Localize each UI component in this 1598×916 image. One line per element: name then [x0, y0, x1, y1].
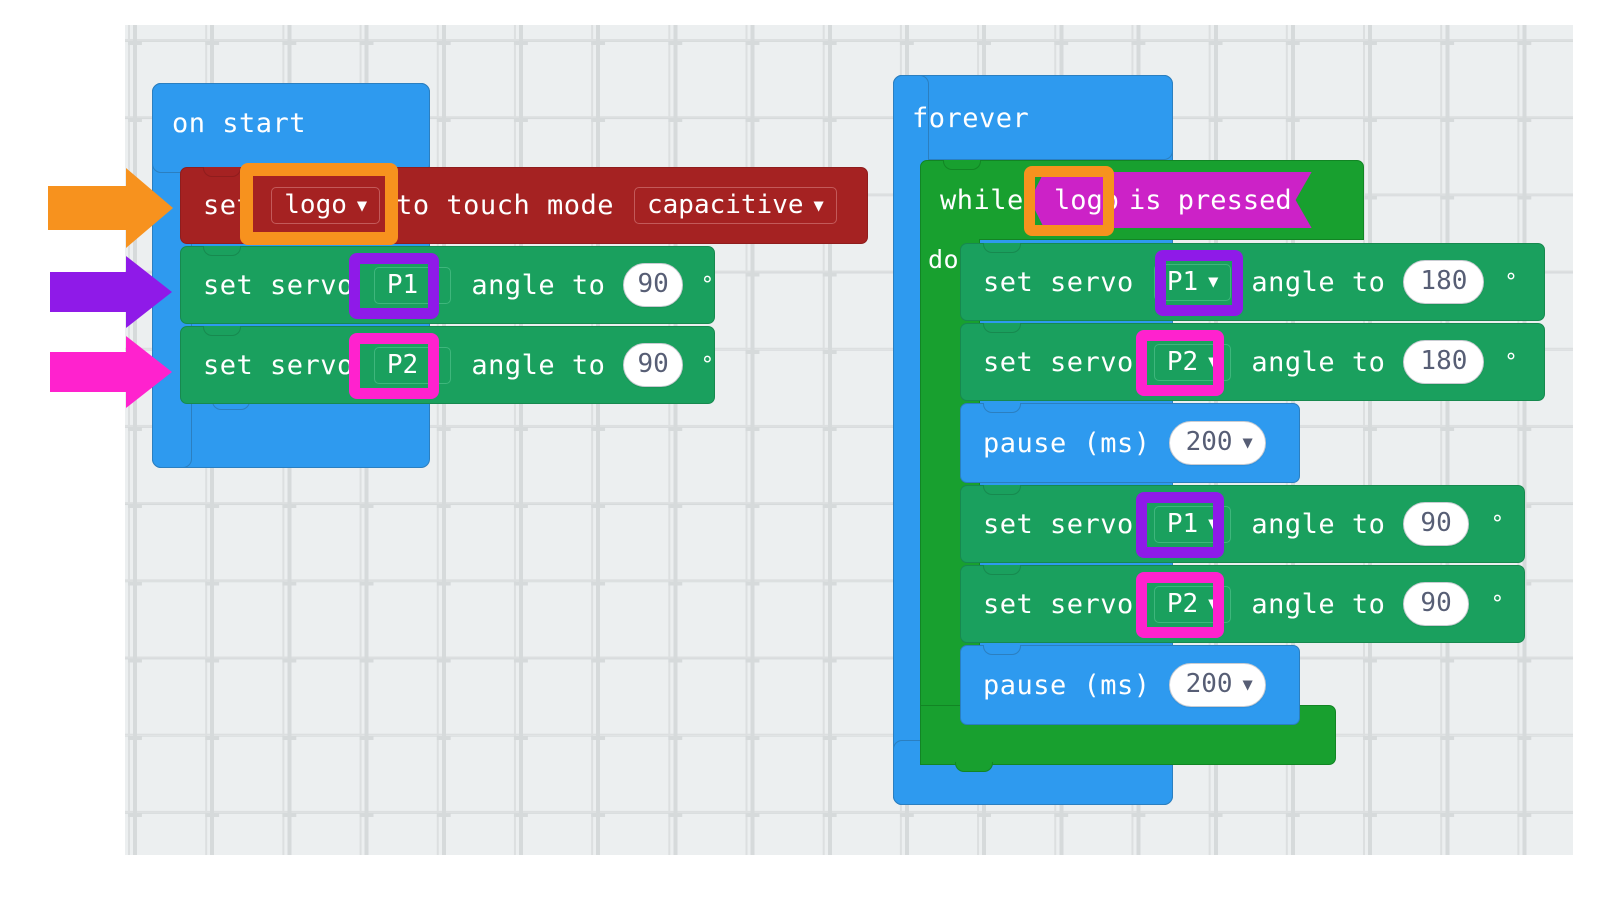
block-notch — [983, 243, 1021, 253]
block-notch — [983, 323, 1021, 333]
chevron-down-icon: ▼ — [428, 355, 439, 375]
servo-pin-value: P1 — [386, 269, 419, 300]
set-touch-mode-text-middle: to touch mode — [396, 190, 614, 221]
servo-pin-dropdown-p2[interactable]: P2 ▼ — [373, 346, 452, 384]
servo-angle-input[interactable]: 180 — [1403, 340, 1485, 384]
servo-text-before: set servo — [983, 588, 1134, 620]
servo-pin-value: P2 — [1166, 346, 1199, 377]
forever-label: forever — [912, 103, 1030, 134]
chevron-down-icon: ▼ — [813, 195, 824, 216]
servo-text-middle: angle to — [1251, 508, 1386, 540]
while-bottom-notch — [955, 762, 993, 772]
servo-angle-input[interactable]: 180 — [1403, 260, 1485, 304]
servo-pin-value: P1 — [1166, 266, 1199, 297]
servo-pin-value: P2 — [1166, 588, 1199, 619]
servo-pin-dropdown-p2[interactable]: P2 ▼ — [1153, 343, 1232, 381]
servo-text-before: set servo — [983, 508, 1134, 540]
servo-pin-dropdown-p2[interactable]: P2 ▼ — [1153, 585, 1232, 623]
servo-angle-input[interactable]: 90 — [623, 343, 683, 387]
block-notch — [983, 485, 1021, 495]
chevron-down-icon: ▼ — [356, 195, 368, 216]
set-touch-mode-text-before: set — [203, 190, 254, 221]
block-set-servo-p2-180[interactable]: set servo P2 ▼ angle to 180 ° — [960, 323, 1545, 401]
block-set-servo-p2-90b[interactable]: set servo P2 ▼ angle to 90 ° — [960, 565, 1525, 643]
touch-mode-dropdown[interactable]: capacitive ▼ — [633, 187, 837, 224]
servo-angle-input[interactable]: 90 — [1403, 582, 1469, 626]
forever-hat-top — [893, 75, 1173, 160]
arrow-orange — [48, 168, 173, 248]
chevron-down-icon: ▼ — [428, 275, 439, 295]
logo-is-pressed-reporter[interactable]: logo is pressed — [1030, 172, 1312, 228]
pause-duration-dropdown[interactable]: 200 ▼ — [1168, 663, 1266, 707]
block-notch — [943, 160, 981, 170]
touch-source-dropdown[interactable]: logo ▼ — [271, 187, 381, 224]
servo-pin-dropdown-p1[interactable]: P1 ▼ — [1153, 505, 1232, 543]
chevron-down-icon: ▼ — [1208, 272, 1219, 292]
chevron-down-icon: ▼ — [1208, 514, 1219, 534]
servo-pin-dropdown-p1[interactable]: P1 ▼ — [373, 266, 452, 304]
servo-text-middle: angle to — [471, 269, 606, 301]
block-set-servo-p1-180[interactable]: set servo P1 ▼ angle to 180 ° — [960, 243, 1545, 321]
degree-symbol: ° — [1504, 269, 1518, 295]
pause-duration-value: 200 — [1185, 427, 1233, 457]
servo-pin-dropdown-p1[interactable]: P1 ▼ — [1153, 263, 1232, 301]
servo-pin-value: P2 — [386, 349, 419, 380]
pause-duration-value: 200 — [1185, 669, 1233, 699]
touch-mode-value: capacitive — [646, 190, 804, 220]
servo-text-before: set servo — [983, 346, 1134, 378]
degree-symbol: ° — [700, 272, 714, 298]
block-notch — [983, 403, 1021, 413]
chevron-down-icon: ▼ — [1242, 674, 1253, 695]
block-notch — [203, 326, 241, 336]
touch-source-value: logo — [284, 190, 347, 220]
servo-angle-input[interactable]: 90 — [623, 263, 683, 307]
arrow-magenta — [50, 336, 172, 408]
servo-text-before: set servo — [983, 266, 1134, 298]
servo-text-before: set servo — [203, 349, 354, 381]
block-pause-200-a[interactable]: pause (ms) 200 ▼ — [960, 403, 1300, 483]
servo-pin-value: P1 — [1166, 508, 1199, 539]
chevron-down-icon: ▼ — [1208, 352, 1219, 372]
logo-pressed-source: logo — [1054, 184, 1120, 216]
block-pause-200-b[interactable]: pause (ms) 200 ▼ — [960, 645, 1300, 725]
degree-symbol: ° — [1504, 349, 1518, 375]
chevron-down-icon: ▼ — [1242, 432, 1253, 453]
block-set-servo-p2-90[interactable]: set servo P2 ▼ angle to 90 ° — [180, 326, 715, 404]
do-label: do — [928, 245, 960, 274]
block-notch — [983, 645, 1021, 655]
block-set-touch-mode[interactable]: set logo ▼ to touch mode capacitive ▼ — [180, 167, 868, 244]
degree-symbol: ° — [1490, 591, 1504, 617]
block-notch — [203, 246, 241, 256]
servo-angle-input[interactable]: 90 — [1403, 502, 1469, 546]
logo-pressed-text: is pressed — [1129, 184, 1292, 216]
while-label: while — [940, 185, 1024, 216]
block-notch — [983, 565, 1021, 575]
servo-text-middle: angle to — [1251, 346, 1386, 378]
degree-symbol: ° — [700, 352, 714, 378]
pause-text: pause (ms) — [983, 427, 1151, 459]
pause-duration-dropdown[interactable]: 200 ▼ — [1168, 421, 1266, 465]
servo-text-before: set servo — [203, 269, 354, 301]
on-start-label: on start — [172, 108, 307, 139]
block-notch — [203, 167, 241, 177]
block-set-servo-p1-90[interactable]: set servo P1 ▼ angle to 90 ° — [180, 246, 715, 324]
pause-text: pause (ms) — [983, 669, 1151, 701]
block-set-servo-p1-90b[interactable]: set servo P1 ▼ angle to 90 ° — [960, 485, 1525, 563]
arrow-purple — [50, 256, 172, 328]
chevron-down-icon: ▼ — [1208, 594, 1219, 614]
servo-text-middle: angle to — [1251, 266, 1386, 298]
servo-text-middle: angle to — [471, 349, 606, 381]
servo-text-middle: angle to — [1251, 588, 1386, 620]
degree-symbol: ° — [1490, 511, 1504, 537]
